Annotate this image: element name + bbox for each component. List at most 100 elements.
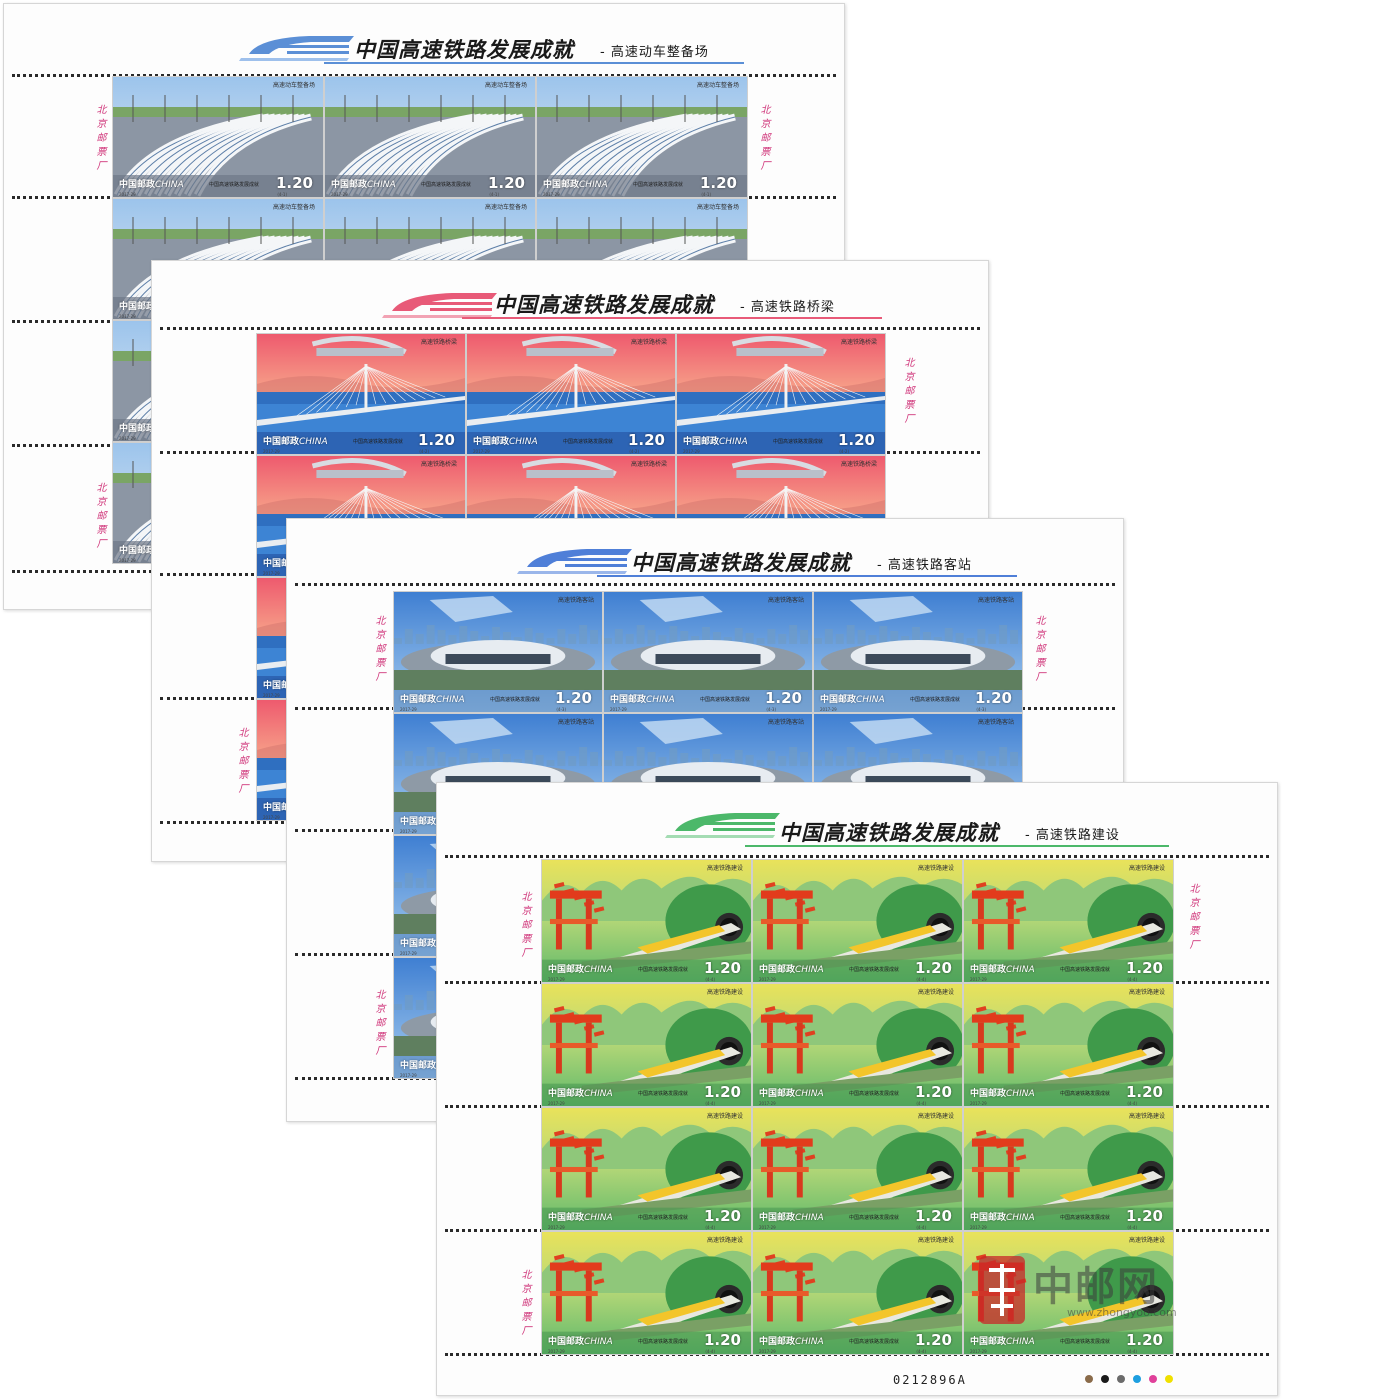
stamp-code: 2017-29 [759,977,776,982]
stamp-code: 2017-29 [400,707,417,712]
printer-mark: 北京邮票厂 [1187,883,1198,953]
face-value: 1.20 [764,689,802,707]
title-underline [462,317,882,319]
face-value: 1.20 [703,1083,741,1101]
issuer-latin: CHINA [584,965,613,975]
stamp-index: (4-4) [1127,1101,1137,1106]
printer-mark: 北京邮票厂 [94,482,105,552]
seal-logo-icon [979,1256,1025,1324]
stamp-series-text: 中国高速铁路发展成就 [849,1215,900,1221]
issuer-cn: 中国邮政 [759,1089,796,1099]
stamp-artwork [753,860,962,982]
issuer-latin: CHINA [579,180,608,190]
issuer-latin: CHINA [795,965,824,975]
printer-mark: 北京邮票厂 [1033,615,1044,685]
stamp-issuer: 中国邮政CHINA [548,962,613,975]
stamp-series-text: 中国高速铁路发展成就 [638,967,689,973]
stamp-issuer: 中国邮政CHINA [759,1334,824,1347]
stamp-issuer: 中国邮政CHINA [970,1210,1035,1223]
stamp-code: 2017-29 [970,1101,987,1106]
stamp-code: 2017-29 [759,1225,776,1230]
issuer-cn: 中国邮政 [970,1337,1007,1347]
face-value: 1.20 [914,1331,952,1349]
printer-mark: 北京邮票厂 [373,989,384,1059]
issuer-latin: CHINA [719,437,748,447]
issuer-cn: 中国邮政 [548,1337,585,1347]
sheet-title: 中国高速铁路发展成就 [631,551,851,575]
stamp-caption: 高速铁路建设 [917,989,954,996]
issuer-cn: 中国邮政 [263,437,300,447]
stamp-artwork [537,77,747,197]
stamp-series-text: 中国高速铁路发展成就 [700,697,751,703]
sheet-header: 中国高速铁路发展成就 - 高速动车整备场 [4,4,844,74]
stamp-issuer: 中国邮政CHINA [970,1334,1035,1347]
issuer-latin: CHINA [1006,1089,1035,1099]
stamp-series-text: 中国高速铁路发展成就 [773,439,824,445]
issuer-cn: 中国邮政 [400,939,437,949]
stamp-code: 2017-29 [548,1225,565,1230]
issuer-latin: CHINA [795,1337,824,1347]
stamp-code: 2017-29 [400,1073,417,1078]
sheet-subtitle: - 高速铁路桥梁 [740,300,835,315]
printer-mark: 北京邮票厂 [373,615,384,685]
face-value: 1.20 [703,1331,741,1349]
stamp-issuer: 中国邮政CHINA [263,434,328,447]
stamp-code: 2017-29 [970,1349,987,1354]
stamp-artwork [394,592,602,712]
issuer-latin: CHINA [646,695,675,705]
sheet-title: 中国高速铁路发展成就 [354,38,574,62]
printer-mark: 北京邮票厂 [94,104,105,174]
stamp-caption: 高速铁路客站 [767,597,804,604]
stamp-caption: 高速铁路客站 [977,719,1014,726]
stamp-caption: 高速铁路建设 [706,1113,743,1120]
stamp-issuer: 中国邮政CHINA [970,1086,1035,1099]
train-logo-icon [517,549,632,574]
stamp-code: 2017-29 [543,192,560,197]
stamp-caption: 高速铁路桥梁 [840,339,877,346]
stamp-index: (4-4) [705,977,715,982]
stamp-code: 2017-29 [119,558,136,563]
stamp-series-text: 中国高速铁路发展成就 [638,1091,689,1097]
face-value: 1.20 [1125,1331,1163,1349]
stamp-index: (4-2) [629,449,639,454]
stamp-artwork [753,984,962,1106]
stamp-index: (4-4) [705,1225,715,1230]
issuer-latin: CHINA [1006,1213,1035,1223]
stamp-caption: 高速铁路客站 [557,719,594,726]
face-value: 1.20 [914,1083,952,1101]
issuer-latin: CHINA [856,695,885,705]
sheet-subtitle: - 高速动车整备场 [600,45,709,60]
issuer-cn: 中国邮政 [548,965,585,975]
stamp-issuer: 中国邮政CHINA [683,434,748,447]
issuer-cn: 中国邮政 [400,695,437,705]
issuer-cn: 中国邮政 [400,1061,437,1071]
issuer-cn: 中国邮政 [119,424,156,434]
stamp-series-text: 中国高速铁路发展成就 [1060,1339,1111,1345]
stamp-artwork [542,1108,751,1230]
stamp-caption: 高速铁路建设 [706,989,743,996]
printer-mark: 北京邮票厂 [902,357,913,427]
printer-mark: 北京邮票厂 [758,104,769,174]
stamp-index: (4-4) [705,1349,715,1354]
issuer-cn: 中国邮政 [759,1213,796,1223]
face-value: 1.20 [627,431,665,449]
stamp-artwork [257,334,465,454]
stamp-code: 2017-29 [331,192,348,197]
stamp-caption: 高速铁路建设 [917,1237,954,1244]
train-logo-icon [665,813,780,838]
face-value: 1.20 [974,689,1012,707]
issuer-cn: 中国邮政 [970,1089,1007,1099]
stamp-index: (4-1) [277,192,287,197]
stamp-series-text: 中国高速铁路发展成就 [633,182,684,188]
stamp-code: 2017-29 [548,977,565,982]
stamp-series-text: 中国高速铁路发展成就 [209,182,260,188]
issuer-cn: 中国邮政 [548,1213,585,1223]
stamp-issuer: 中国邮政CHINA [759,962,824,975]
